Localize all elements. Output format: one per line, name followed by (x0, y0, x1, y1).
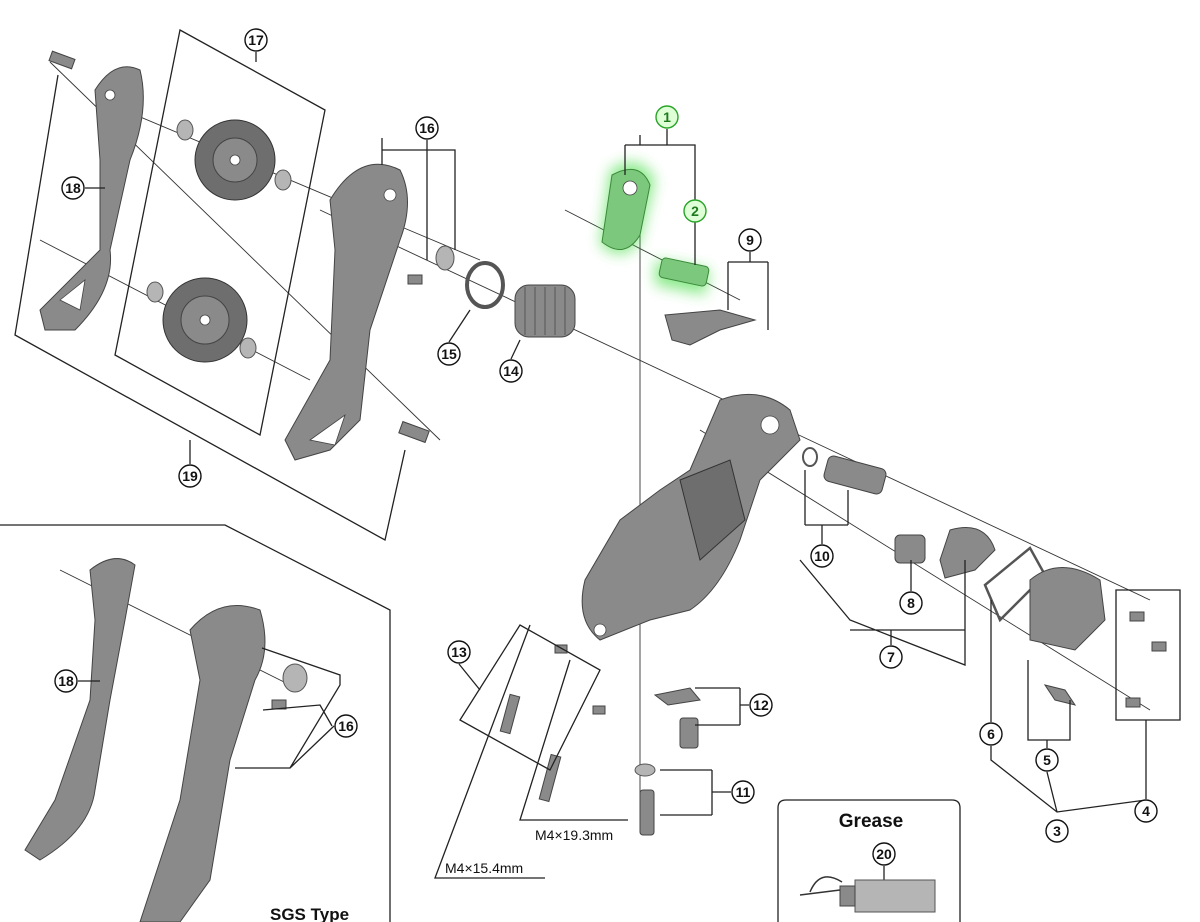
svg-text:17: 17 (248, 32, 264, 48)
svg-text:7: 7 (887, 649, 895, 665)
svg-text:16: 16 (338, 718, 354, 734)
b-tension-lever (664, 309, 757, 346)
svg-text:14: 14 (503, 363, 519, 379)
grease-tube-icon (799, 876, 936, 913)
callout-16-sgs[interactable]: 16 (334, 714, 358, 738)
callout-1[interactable]: 1 (655, 105, 679, 129)
svg-text:3: 3 (1053, 823, 1061, 839)
leader-lines (14, 29, 1181, 880)
svg-text:2: 2 (691, 203, 699, 219)
callout-3[interactable]: 3 (1045, 819, 1069, 843)
callout-18[interactable]: 18 (61, 176, 85, 200)
callout-17[interactable]: 17 (244, 28, 268, 52)
callout-11[interactable]: 11 (731, 780, 755, 804)
derailleur-main-body (581, 393, 801, 641)
svg-text:16: 16 (419, 120, 435, 136)
callout-9[interactable]: 9 (738, 228, 762, 252)
sgs-type-label: SGS Type (270, 905, 349, 922)
callout-20[interactable]: 20 (872, 842, 896, 866)
svg-text:19: 19 (182, 468, 198, 484)
axle-and-collar (802, 447, 887, 495)
callout-2[interactable]: 2 (683, 199, 707, 223)
lower-pulley (162, 277, 248, 363)
svg-text:12: 12 (753, 697, 769, 713)
inner-cage-plate (39, 66, 144, 331)
callout-13[interactable]: 13 (447, 640, 471, 664)
svg-text:10: 10 (814, 548, 830, 564)
callout-10[interactable]: 10 (810, 544, 834, 568)
grease-box: Grease (777, 799, 961, 922)
svg-text:11: 11 (736, 784, 751, 800)
svg-text:8: 8 (907, 595, 915, 611)
svg-text:4: 4 (1142, 803, 1150, 819)
bolt-length-long-label: M4×19.3mm (535, 827, 613, 843)
mounting-bolts (499, 644, 701, 836)
svg-text:1: 1 (663, 109, 671, 125)
svg-text:5: 5 (1043, 752, 1051, 768)
callout-18-sgs[interactable]: 18 (54, 669, 78, 693)
washers (146, 119, 455, 359)
svg-text:6: 6 (987, 726, 995, 742)
svg-text:20: 20 (876, 846, 892, 862)
sgs-type-inset: SGS Type (0, 524, 391, 922)
callout-5[interactable]: 5 (1035, 748, 1059, 772)
callout-7[interactable]: 7 (879, 645, 903, 669)
highlighted-adjuster-arm (600, 162, 710, 295)
upper-pulley (194, 119, 276, 201)
callout-12[interactable]: 12 (749, 693, 773, 717)
cover-screws (1043, 611, 1167, 708)
svg-text:9: 9 (746, 232, 754, 248)
callout-16[interactable]: 16 (415, 116, 439, 140)
callout-15[interactable]: 15 (437, 342, 461, 366)
svg-text:18: 18 (65, 180, 81, 196)
callout-8[interactable]: 8 (899, 591, 923, 615)
outer-cage-plate (284, 163, 408, 461)
cover-and-seal (983, 546, 1106, 651)
callout-6[interactable]: 6 (979, 722, 1003, 746)
bolts-small (48, 50, 430, 444)
tension-spring (514, 284, 576, 338)
snap-ring (465, 261, 505, 309)
svg-text:13: 13 (451, 644, 467, 660)
callout-14[interactable]: 14 (499, 359, 523, 383)
callout-4[interactable]: 4 (1134, 799, 1158, 823)
bolt-length-short-label: M4×15.4mm (445, 860, 523, 876)
svg-text:18: 18 (58, 673, 74, 689)
callout-19[interactable]: 19 (178, 464, 202, 488)
grease-title: Grease (839, 811, 903, 832)
clutch-parts (894, 527, 996, 579)
svg-text:15: 15 (441, 346, 457, 362)
